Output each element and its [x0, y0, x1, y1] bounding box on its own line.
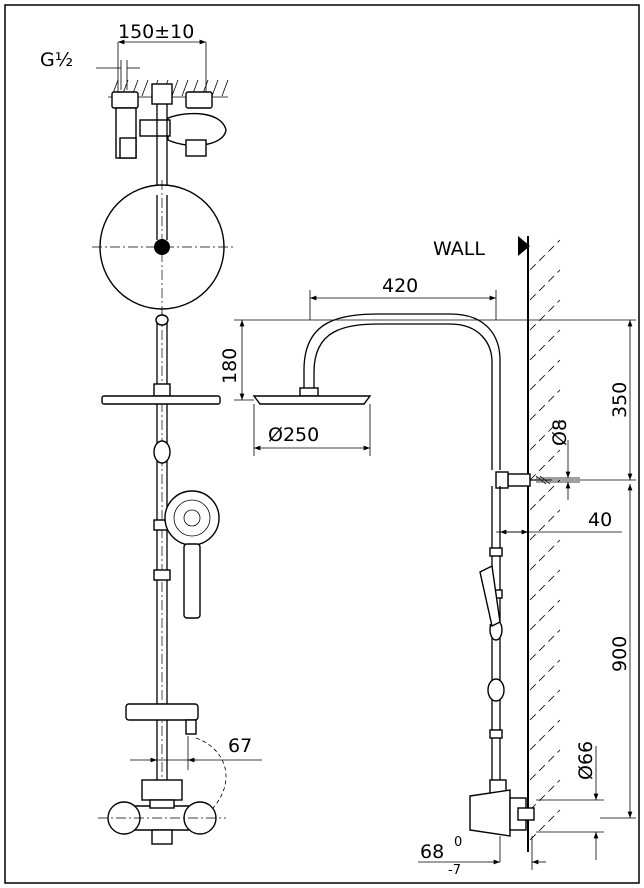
- arm-rise-label: 180: [219, 348, 241, 384]
- wall-arrow-icon: [518, 236, 530, 256]
- spacing-label: 150±10: [118, 21, 194, 43]
- head-diameter-dimension: Ø250: [253, 404, 371, 456]
- front-rail: [101, 312, 221, 830]
- handset-offset-dimension: 67: [130, 735, 262, 821]
- mixer-depth-label: 68: [420, 841, 444, 863]
- side-mixer: [469, 779, 535, 862]
- pipe-diameter-label: Ø8: [549, 419, 571, 446]
- mixer-depth-dimension: 68 0 -7: [418, 835, 546, 878]
- mixer-diameter-dimension: Ø66: [536, 741, 636, 860]
- rain-head-side: [252, 387, 372, 405]
- side-view: WALL 420 180: [219, 236, 636, 878]
- spacing-dimension: 150±10: [117, 21, 207, 92]
- head-diameter-label: Ø250: [268, 424, 319, 446]
- tolerance-lower: -7: [448, 863, 461, 878]
- rail-height-dimension: 900: [609, 484, 633, 818]
- wall-hatch: [529, 239, 561, 841]
- wall-offset-label: 40: [588, 509, 612, 531]
- handset-offset-label: 67: [228, 735, 252, 757]
- front-mixer: [98, 779, 226, 845]
- g-half-label: G½: [40, 49, 73, 71]
- side-rail: [479, 486, 505, 780]
- arm-rise-dimension: 180: [219, 319, 636, 401]
- arm-drop-label: 350: [609, 382, 631, 418]
- g-half-dimension: G½: [40, 49, 140, 90]
- tolerance-upper: 0: [454, 835, 462, 850]
- pipe-diameter-dimension: Ø8: [536, 419, 580, 500]
- shower-arm: [303, 313, 501, 470]
- top-fittings: [111, 83, 227, 159]
- upper-pipe: [156, 104, 168, 195]
- rain-head-top-view: [92, 180, 235, 315]
- wall-label: WALL: [433, 238, 485, 260]
- arm-length-label: 420: [382, 275, 418, 297]
- wall-offset-dimension: 40: [496, 490, 622, 540]
- arm-length-dimension: 420: [309, 275, 497, 320]
- frame-border: [4, 4, 640, 884]
- arm-drop-dimension: 350: [540, 320, 636, 481]
- mixer-diameter-label: Ø66: [575, 741, 597, 780]
- front-view: G½ 150±10: [40, 21, 262, 845]
- rail-height-label: 900: [609, 636, 631, 672]
